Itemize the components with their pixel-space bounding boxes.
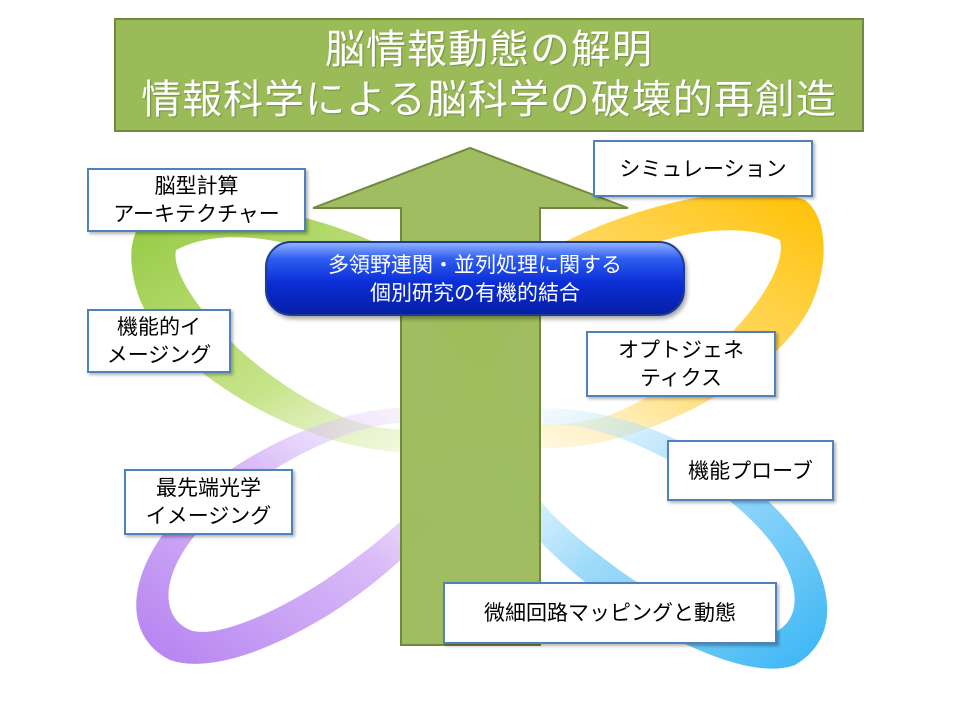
label-text: シミュレーション — [619, 156, 787, 181]
integration-pill: 多領野連関・並列処理に関する 個別研究の有機的結合 — [265, 241, 685, 316]
label-simulation: シミュレーション — [593, 140, 813, 197]
label-text: 最先端光学 — [156, 476, 261, 500]
title-line-2: 情報科学による脳科学の破壊的再創造 — [141, 77, 837, 123]
center-line-1: 多領野連関・並列処理に関する — [328, 252, 622, 277]
upward-arrow — [312, 146, 629, 646]
label-functional-probe: 機能プローブ — [667, 440, 834, 501]
label-circuit-mapping: 微細回路マッピングと動態 — [443, 582, 777, 644]
label-functional-imaging: 機能的イ メージング — [87, 309, 231, 373]
label-brain-architecture: 脳型計算 アーキテクチャー — [87, 168, 306, 232]
label-text: 機能プローブ — [688, 458, 813, 483]
center-line-2: 個別研究の有機的結合 — [370, 280, 580, 305]
label-text: 機能的イ — [117, 315, 201, 339]
title-line-1: 脳情報動態の解明 — [325, 27, 653, 73]
label-text: メージング — [106, 343, 212, 367]
label-text: アーキテクチャー — [113, 202, 280, 226]
label-optogenetics: オプトジェネ ティクス — [586, 331, 776, 397]
label-text: 微細回路マッピングと動態 — [484, 601, 736, 625]
main-title-box: 脳情報動態の解明 情報科学による脳科学の破壊的再創造 — [114, 18, 864, 132]
label-text: イメージング — [145, 504, 272, 528]
label-text: オプトジェネ — [618, 338, 744, 362]
label-text: ティクス — [639, 366, 723, 390]
label-advanced-optical-imaging: 最先端光学 イメージング — [124, 469, 293, 535]
label-text: 脳型計算 — [154, 174, 239, 198]
